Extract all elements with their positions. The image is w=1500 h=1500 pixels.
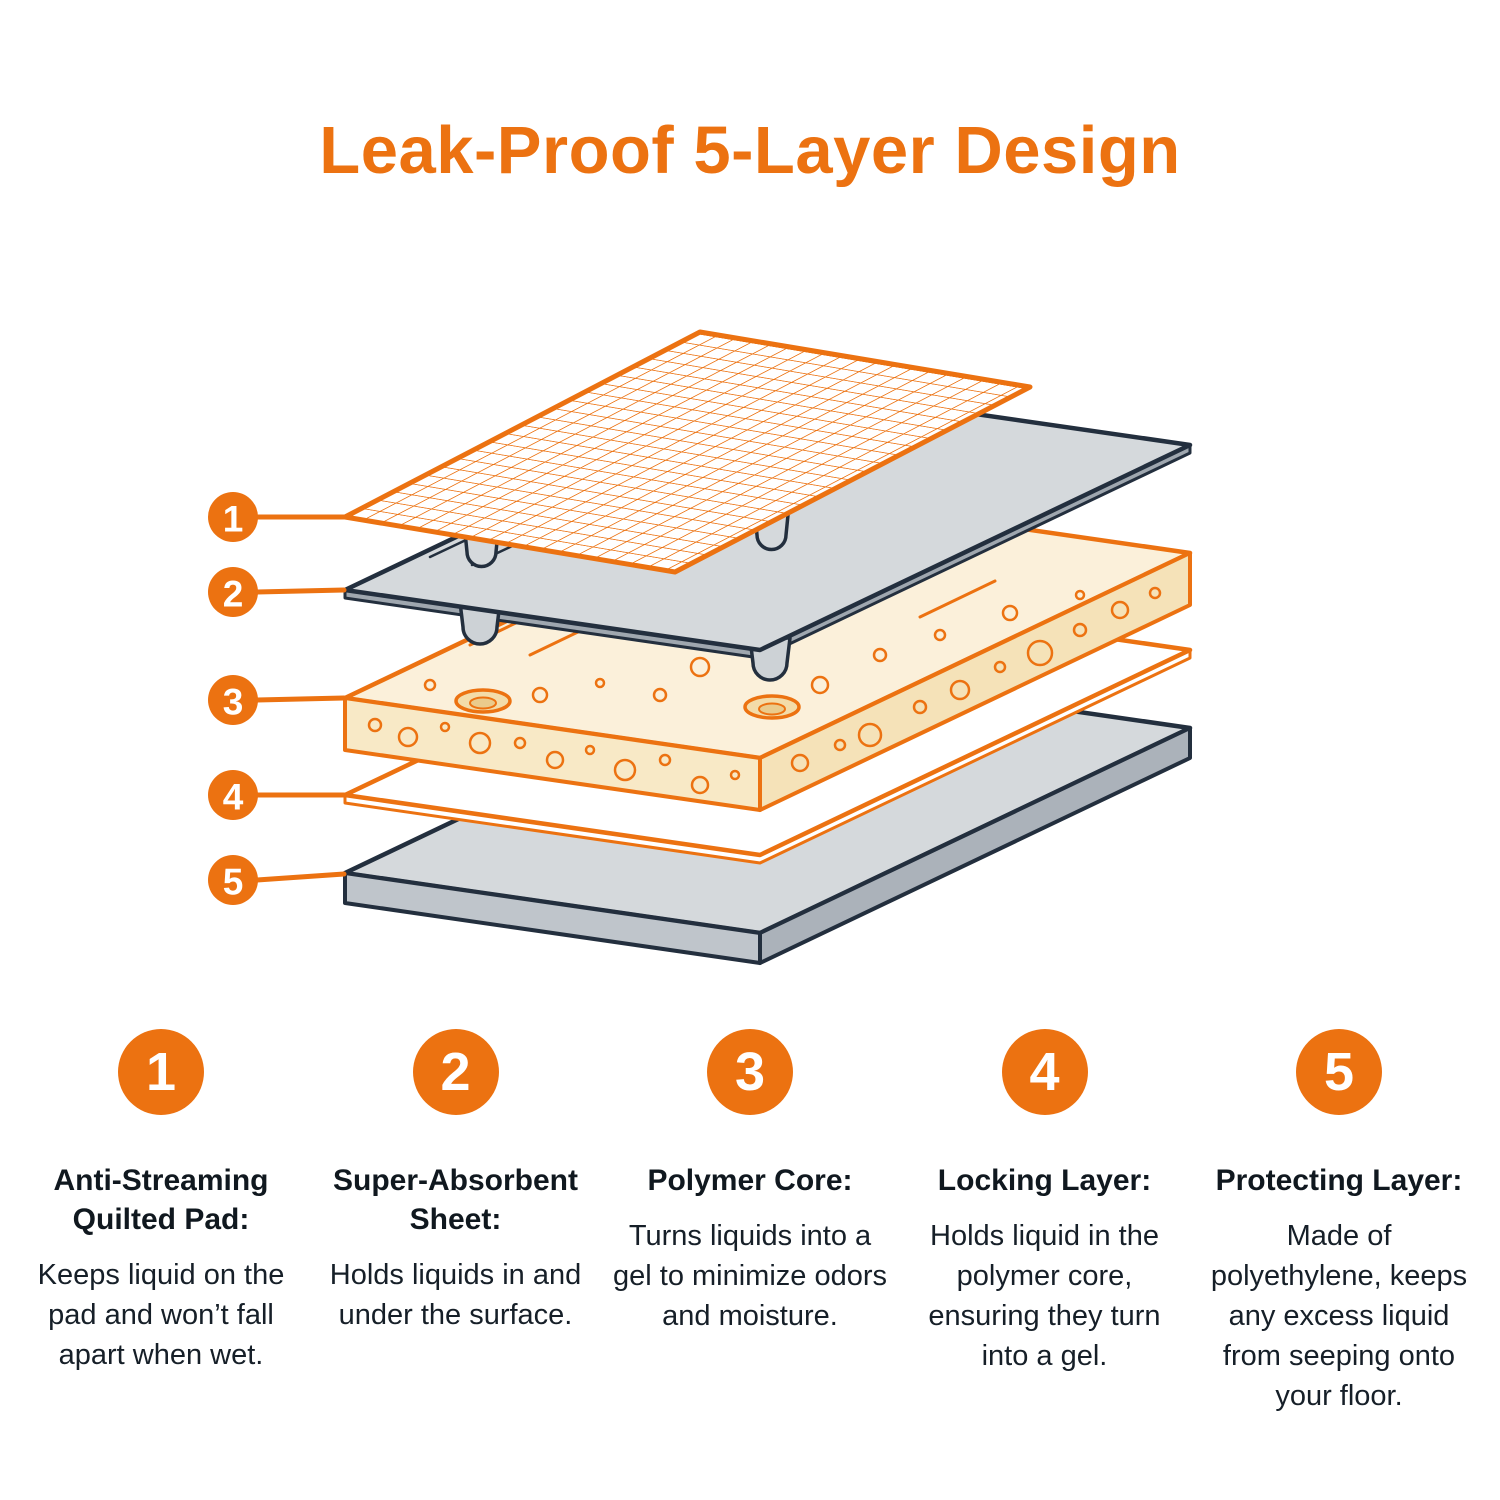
page-title: Leak-Proof 5-Layer Design: [319, 113, 1181, 188]
legend-number-badge: 4: [1001, 1029, 1088, 1115]
layer-callouts: 1 2 3 4 5: [208, 492, 347, 905]
legend-number: 1: [145, 1042, 177, 1102]
legend-item-4: 4 Locking Layer: Holds liquid in the pol…: [904, 1029, 1186, 1416]
legend-number-badge: 2: [412, 1029, 499, 1115]
callout-number: 3: [223, 682, 244, 723]
callout-5: 5: [208, 855, 347, 905]
legend-item-3: 3 Polymer Core: Turns liquids into a gel…: [609, 1029, 891, 1416]
polymer-bubbles-top: [423, 589, 1086, 704]
legend-heading: Polymer Core:: [647, 1164, 853, 1197]
legend-heading: Super-Absorbent Sheet:: [332, 1164, 578, 1236]
callout-2: 2: [208, 567, 347, 617]
callout-1: 1: [208, 492, 347, 542]
legend-heading: Anti-Streaming Quilted Pad:: [53, 1164, 269, 1236]
legend-item-1: 1 Anti-Streaming Quilted Pad: Keeps liqu…: [20, 1029, 302, 1416]
callout-number: 1: [223, 499, 244, 540]
legend-number: 5: [1323, 1042, 1355, 1102]
legend-number: 4: [1029, 1042, 1060, 1102]
legend-item-5: 5 Protecting Layer: Made of polyethylene…: [1198, 1029, 1480, 1416]
legend-description: Turns liquids into a gel to minimize odo…: [613, 1220, 887, 1333]
legend-description: Holds liquids in and under the surface.: [329, 1259, 582, 1332]
legend-number-badge: 1: [118, 1029, 204, 1115]
legend: 1 Anti-Streaming Quilted Pad: Keeps liqu…: [0, 1029, 1500, 1416]
legend-item-2: 2 Super-Absorbent Sheet: Holds liquids i…: [315, 1029, 597, 1416]
legend-heading: Protecting Layer:: [1215, 1164, 1463, 1197]
legend-number: 2: [440, 1042, 471, 1102]
layer-1-quilted-mesh: [342, 329, 1033, 575]
callout-number: 5: [223, 862, 244, 903]
legend-heading: Locking Layer:: [937, 1164, 1152, 1197]
exploded-layer-diagram: 1 2 3 4 5: [208, 329, 1193, 965]
legend-description: Keeps liquid on the pad and won’t fall a…: [37, 1259, 285, 1372]
polymer-bubbles-front: [367, 586, 1162, 795]
legend-description: Holds liquid in the polymer core, ensuri…: [928, 1220, 1161, 1373]
callout-number: 4: [223, 777, 244, 818]
core-funnel-wells: [454, 688, 801, 720]
legend-number-badge: 5: [1296, 1029, 1382, 1115]
legend-description: Made of polyethylene, keeps any excess l…: [1210, 1220, 1468, 1413]
callout-number: 2: [223, 574, 244, 615]
legend-number-badge: 3: [707, 1029, 793, 1115]
callout-4: 4: [208, 770, 347, 820]
callout-3: 3: [208, 675, 347, 725]
legend-number: 3: [734, 1042, 766, 1102]
